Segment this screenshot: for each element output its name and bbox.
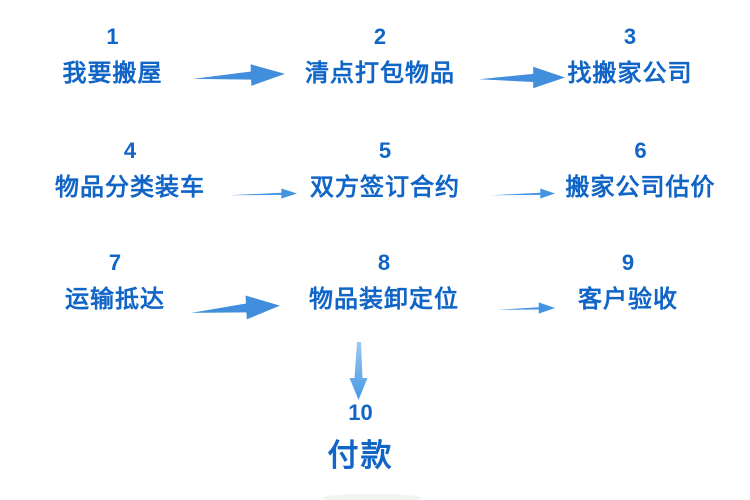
step-label: 搬家公司估价 — [565, 174, 716, 201]
arrow-right-icon — [229, 188, 297, 199]
step-4: 4 物品分类装车 — [35, 140, 225, 202]
step-number: 1 — [106, 24, 119, 49]
arrow-down-icon — [349, 342, 368, 400]
arrow-right-icon — [497, 302, 555, 314]
step-1: 1 我要搬屋 — [40, 26, 185, 88]
step-number: 10 — [348, 400, 373, 425]
step-label: 双方签订合约 — [310, 174, 460, 201]
arrow-right-icon — [193, 64, 285, 86]
step-number: 3 — [623, 24, 637, 49]
arrow-right-icon — [191, 295, 280, 320]
step-7: 7 运输抵达 — [40, 252, 190, 314]
step-label: 物品分类装车 — [55, 174, 205, 201]
arrow-right-icon — [479, 66, 565, 89]
step-10: 10 付款 — [298, 402, 423, 474]
step-number: 9 — [621, 250, 635, 275]
step-number: 6 — [634, 138, 647, 163]
step-number: 7 — [108, 250, 122, 275]
step-label: 清点打包物品 — [305, 60, 455, 87]
step-9: 9 客户验收 — [553, 252, 703, 314]
step-3: 3 找搬家公司 — [555, 26, 705, 88]
step-number: 4 — [123, 138, 137, 163]
step-number: 5 — [378, 138, 392, 163]
step-label: 客户验收 — [578, 286, 678, 313]
step-label: 物品装卸定位 — [309, 286, 459, 313]
step-label: 我要搬屋 — [62, 60, 163, 87]
step-5: 5 双方签订合约 — [305, 140, 465, 202]
step-label: 运输抵达 — [65, 286, 165, 313]
step-label: 付款 — [327, 438, 394, 473]
step-number: 2 — [373, 24, 387, 49]
bottom-edge-artifact — [322, 494, 422, 500]
step-2: 2 清点打包物品 — [300, 26, 460, 88]
step-number: 8 — [377, 250, 391, 275]
step-8: 8 物品装卸定位 — [298, 252, 470, 314]
step-label: 找搬家公司 — [567, 60, 693, 87]
step-6: 6 搬家公司估价 — [558, 140, 723, 202]
arrow-right-icon — [491, 188, 555, 199]
